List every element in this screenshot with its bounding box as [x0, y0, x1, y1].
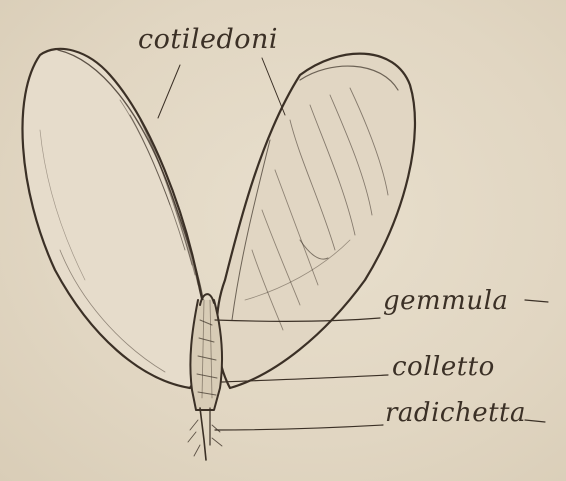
- radicle: [188, 408, 222, 460]
- label-cotiledoni: cotiledoni: [138, 24, 278, 55]
- label-colletto: colletto: [392, 352, 495, 382]
- right-cotyledon: [217, 54, 415, 388]
- leader-cotiledoni-left: [158, 65, 180, 118]
- stem: [190, 300, 222, 410]
- left-cotyledon: [22, 49, 204, 388]
- label-gemmula: gemmula: [383, 286, 508, 316]
- leader-radichetta: [215, 425, 383, 430]
- leader-cotiledoni-right: [262, 58, 285, 115]
- label-radichetta: radichetta: [385, 398, 526, 428]
